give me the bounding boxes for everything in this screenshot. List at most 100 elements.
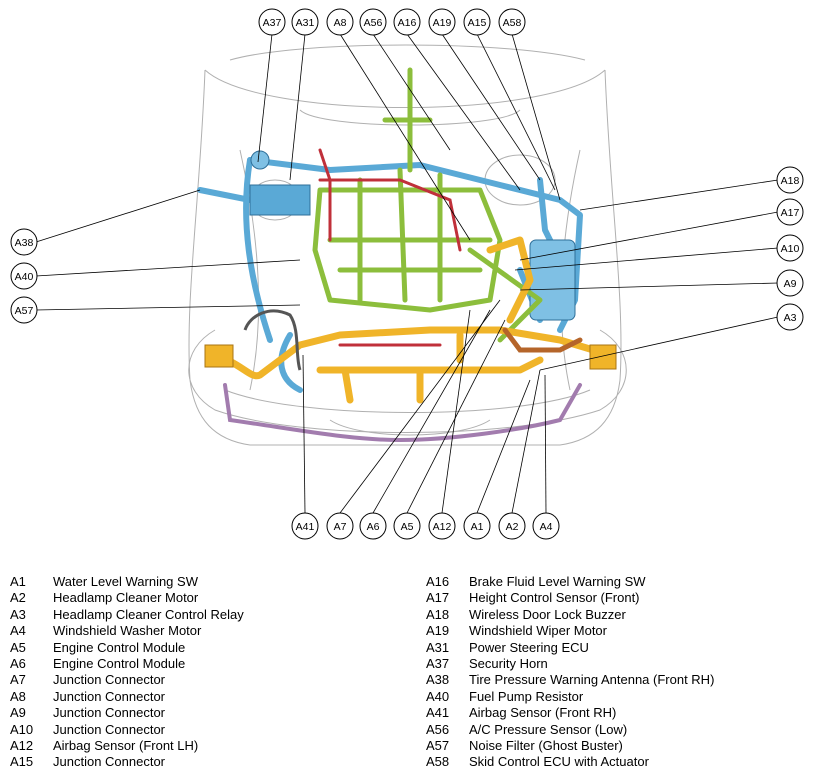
legend-row: A7 Junction Connector: [10, 672, 244, 688]
legend-code: A16: [426, 574, 450, 589]
svg-text:A15: A15: [468, 17, 487, 29]
callout-a31: A31: [291, 8, 319, 36]
callout-a18: A18: [776, 166, 804, 194]
svg-text:A37: A37: [263, 17, 282, 29]
legend-name: Headlamp Cleaner Motor: [53, 590, 199, 606]
legend-name: Engine Control Module: [53, 656, 186, 672]
leader-lines: [35, 33, 779, 514]
legend-code: A19: [426, 623, 450, 639]
security-horn-shape: [250, 150, 270, 170]
legend-code: A7: [10, 672, 26, 688]
legend-code: A9: [10, 705, 26, 721]
callout-a12: A12: [428, 512, 456, 540]
legend-name: Skid Control ECU with Actuator: [469, 754, 649, 770]
callout-a1: A1: [463, 512, 491, 540]
legend-code: A56: [426, 721, 450, 737]
svg-text:A16: A16: [398, 17, 417, 29]
right-relay-block: [589, 344, 617, 370]
legend-name: Noise Filter (Ghost Buster): [469, 738, 623, 754]
svg-text:A6: A6: [367, 521, 380, 533]
callout-a19: A19: [428, 8, 456, 36]
legend-code: A58: [426, 754, 450, 770]
svg-text:A5: A5: [401, 521, 414, 533]
legend-code: A12: [10, 738, 34, 754]
svg-text:A56: A56: [364, 17, 383, 29]
callout-a5: A5: [393, 512, 421, 540]
svg-text:A7: A7: [334, 521, 347, 533]
legend-name: Windshield Wiper Motor: [469, 623, 607, 639]
legend-row: A16 Brake Fluid Level Warning SW: [426, 574, 714, 590]
legend-row: A58 Skid Control ECU with Actuator: [426, 754, 714, 770]
callout-a2: A2: [498, 512, 526, 540]
legend-row: A18 Wireless Door Lock Buzzer: [426, 607, 714, 623]
legend-code: A17: [426, 590, 450, 606]
legend-code: A5: [10, 639, 26, 655]
legend-name: Tire Pressure Warning Antenna (Front RH): [469, 672, 715, 688]
legend-row: A3 Headlamp Cleaner Control Relay: [10, 607, 244, 623]
callout-a15: A15: [463, 8, 491, 36]
legend-name: Airbag Sensor (Front LH): [53, 738, 199, 754]
callout-a41: A41: [291, 512, 319, 540]
callout-a16: A16: [393, 8, 421, 36]
callout-a38: A38: [10, 228, 38, 256]
legend-row: A6 Engine Control Module: [10, 656, 244, 672]
legend-code: A8: [10, 688, 26, 704]
legend-row: A19 Windshield Wiper Motor: [426, 623, 714, 639]
legend-row: A17 Height Control Sensor (Front): [426, 590, 714, 606]
callout-a56: A56: [359, 8, 387, 36]
legend-code: A10: [10, 721, 34, 737]
legend-code: A3: [10, 606, 26, 622]
legend-row: A12 Airbag Sensor (Front LH): [10, 738, 244, 754]
callout-a6: A6: [359, 512, 387, 540]
legend-name: Junction Connector: [53, 672, 166, 688]
svg-text:A3: A3: [784, 312, 797, 324]
noise-filter-shape: [243, 309, 302, 371]
legend-name: Headlamp Cleaner Control Relay: [53, 606, 244, 622]
legend-code: A6: [10, 656, 26, 672]
legend-code: A41: [426, 705, 450, 721]
svg-text:A40: A40: [15, 271, 34, 283]
legend-code: A2: [10, 590, 26, 606]
callout-a4: A4: [532, 512, 560, 540]
legend-code: A18: [426, 606, 450, 622]
svg-text:A19: A19: [433, 17, 452, 29]
callout-a17: A17: [776, 198, 804, 226]
legend-right-column: A16 Brake Fluid Level Warning SW A17 Heigh…: [426, 574, 714, 771]
green-harness: [312, 67, 543, 343]
legend-code: A31: [426, 639, 450, 655]
callout-a10: A10: [776, 234, 804, 262]
svg-text:A12: A12: [433, 521, 452, 533]
legend-row: A2 Headlamp Cleaner Motor: [10, 590, 244, 606]
legend-name: Wireless Door Lock Buzzer: [469, 606, 626, 622]
red-harness: [318, 148, 462, 347]
svg-text:A41: A41: [296, 521, 315, 533]
svg-text:A58: A58: [503, 17, 522, 29]
legend-name: Windshield Washer Motor: [53, 623, 202, 639]
legend-name: Brake Fluid Level Warning SW: [469, 574, 646, 589]
svg-text:A10: A10: [781, 243, 800, 255]
callout-a3: A3: [776, 303, 804, 331]
legend-name: Airbag Sensor (Front RH): [469, 705, 617, 721]
legend-name: Height Control Sensor (Front): [469, 590, 640, 606]
legend-name: Power Steering ECU: [469, 639, 589, 655]
legend-code: A15: [10, 754, 34, 770]
brown-harness: [502, 327, 583, 353]
legend-code: A1: [10, 574, 26, 589]
legend-row: A41 Airbag Sensor (Front RH): [426, 705, 714, 721]
callout-a40: A40: [10, 262, 38, 290]
legend-name: Fuel Pump Resistor: [469, 688, 584, 704]
svg-text:A31: A31: [296, 17, 315, 29]
svg-text:A38: A38: [15, 237, 34, 249]
svg-text:A17: A17: [781, 207, 800, 219]
svg-text:A2: A2: [506, 521, 519, 533]
